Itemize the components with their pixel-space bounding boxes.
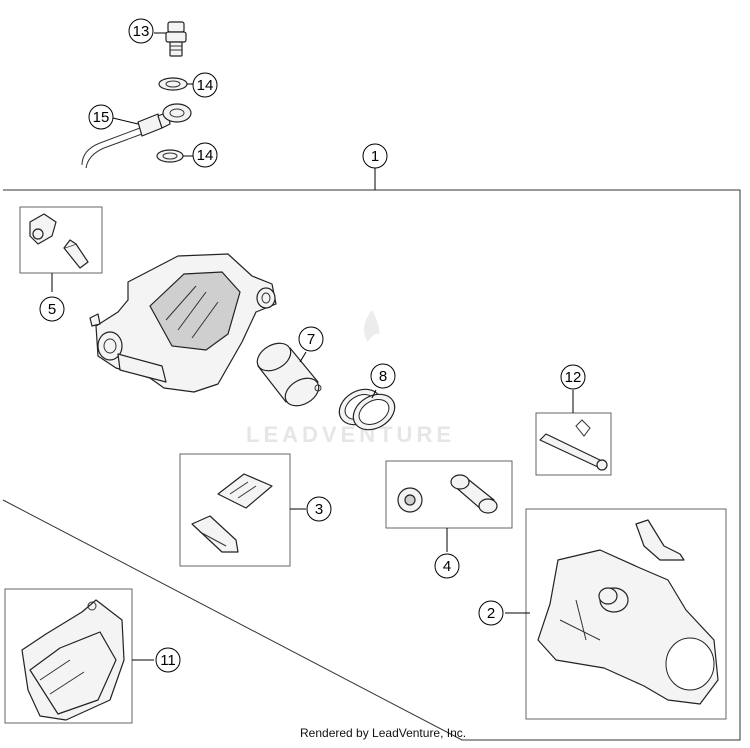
callout-7: 7 <box>298 326 324 352</box>
svg-text:7: 7 <box>307 331 315 348</box>
brake-pads <box>21 599 125 721</box>
callout-14-bottom: 14 <box>192 142 218 168</box>
svg-text:8: 8 <box>379 368 387 385</box>
svg-text:3: 3 <box>315 501 323 518</box>
callout-4: 4 <box>434 553 460 579</box>
callout-5: 5 <box>39 296 65 322</box>
caliper-body <box>89 253 277 393</box>
leader-7 <box>299 351 307 363</box>
svg-text:1: 1 <box>371 148 379 165</box>
svg-text:15: 15 <box>93 109 110 126</box>
assembly-frame <box>2 189 741 741</box>
brake-line <box>81 103 192 169</box>
bushing-box <box>385 460 513 529</box>
bleeder-parts <box>29 213 89 269</box>
callout-12: 12 <box>560 364 586 390</box>
watermark: LEADVENTURE <box>246 310 455 447</box>
pad-box <box>4 588 133 724</box>
caliper-carrier <box>537 519 719 705</box>
leader-15 <box>112 117 139 125</box>
callout-1: 1 <box>362 143 388 169</box>
callout-2: 2 <box>478 600 504 626</box>
svg-text:2: 2 <box>487 605 495 622</box>
callouts: 13 14 15 14 1 5 7 8 <box>39 18 586 673</box>
svg-text:11: 11 <box>160 652 176 669</box>
svg-text:12: 12 <box>565 369 582 386</box>
callout-14-top: 14 <box>192 72 218 98</box>
callout-3: 3 <box>306 496 332 522</box>
carrier-box <box>525 508 727 720</box>
piston <box>256 342 322 407</box>
bleeder-box <box>19 206 103 274</box>
callout-11: 11 <box>155 647 181 673</box>
banjo-bolt <box>165 21 187 57</box>
washer-top <box>158 77 188 91</box>
footer-credit: Rendered by LeadVenture, Inc. <box>300 726 467 740</box>
leader-8 <box>371 389 377 399</box>
pad-springs <box>191 473 273 553</box>
watermark-text: LEADVENTURE <box>246 422 455 447</box>
callout-8: 8 <box>370 363 396 389</box>
callout-13: 13 <box>128 18 154 44</box>
callout-15: 15 <box>88 104 114 130</box>
slide-bushings <box>397 474 498 514</box>
spring-box <box>179 453 291 567</box>
svg-text:5: 5 <box>48 301 56 318</box>
svg-text:4: 4 <box>443 558 451 575</box>
svg-text:14: 14 <box>197 147 214 164</box>
svg-text:14: 14 <box>197 77 214 94</box>
washer-bottom <box>156 149 184 163</box>
piston-seals <box>338 388 396 431</box>
pad-pin <box>539 419 608 471</box>
svg-text:13: 13 <box>133 23 150 40</box>
